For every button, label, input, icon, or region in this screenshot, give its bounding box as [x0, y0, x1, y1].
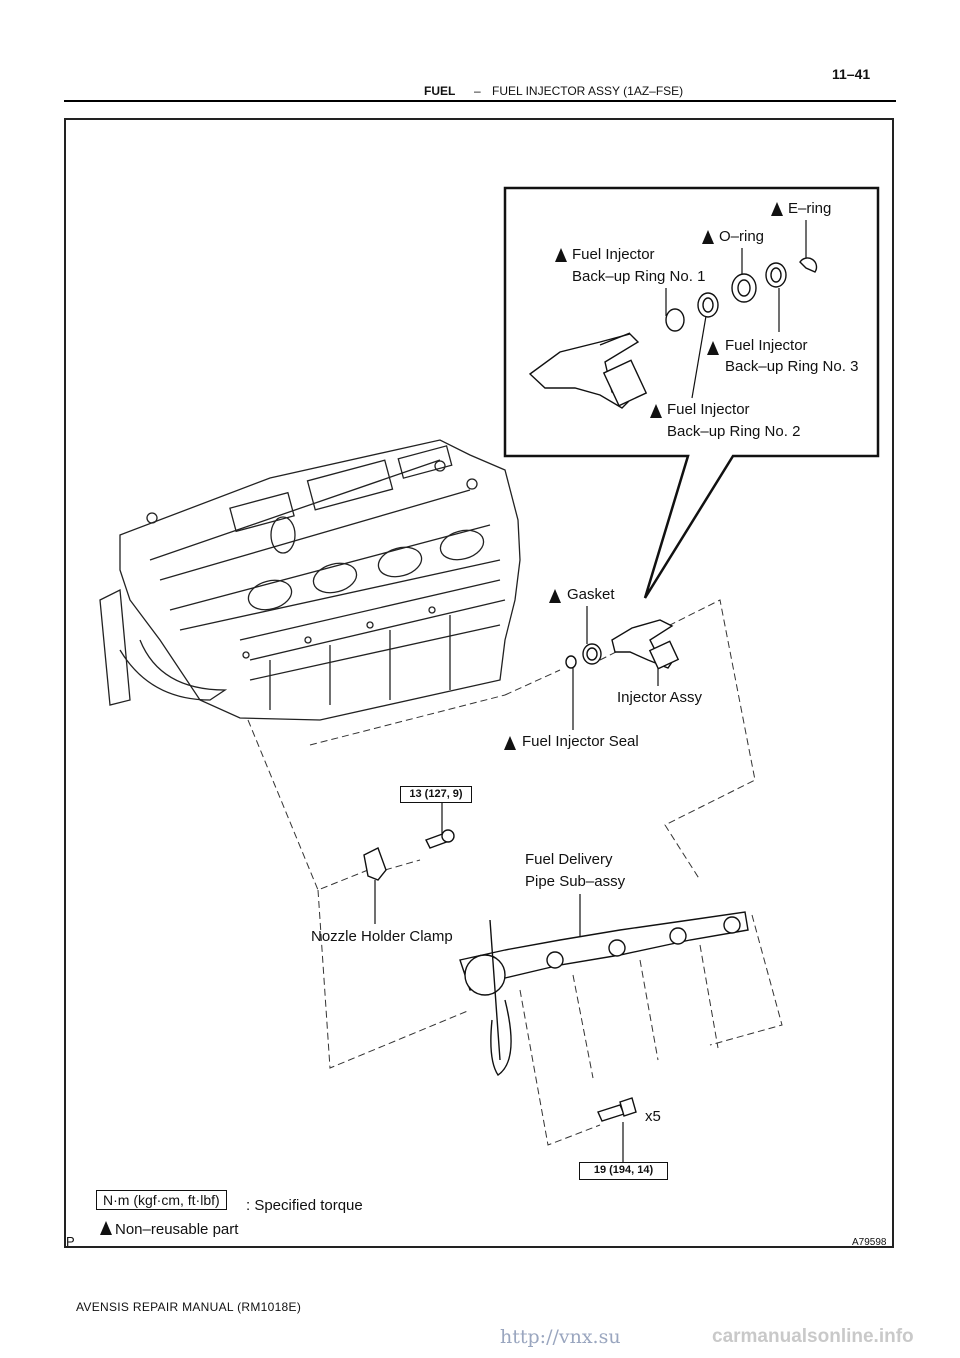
- pipe-bolt-torque: 19 (194, 14): [579, 1162, 668, 1180]
- backup-ring-3-label-line2: Back–up Ring No. 3: [725, 358, 859, 375]
- header-dash: –: [474, 84, 481, 98]
- delivery-pipe-label-line1: Fuel Delivery: [525, 851, 613, 868]
- o-ring-label: O–ring: [719, 228, 765, 245]
- figure-id: A79598: [852, 1237, 887, 1248]
- backup-ring-3-label-line1: Fuel Injector: [725, 337, 808, 354]
- backup-ring-1-label-line1: Fuel Injector: [572, 246, 655, 263]
- specified-torque-legend: : Specified torque: [246, 1197, 363, 1214]
- manual-footer: AVENSIS REPAIR MANUAL (RM1018E): [76, 1300, 302, 1314]
- figure-frame: [64, 118, 894, 1248]
- engine-head-drawing: [99, 439, 521, 721]
- page-number: 11–41: [832, 66, 871, 82]
- callout-box: [503, 186, 880, 599]
- header-rule: [64, 100, 896, 102]
- nozzle-clamp-label: Nozzle Holder Clamp: [311, 928, 453, 945]
- watermark-site: carmanualsonline.info: [712, 1326, 914, 1347]
- injector-assy-label: Injector Assy: [617, 689, 703, 706]
- non-reusable-legend-text: Non–reusable part: [115, 1221, 239, 1238]
- e-ring-label: E–ring: [788, 200, 832, 217]
- injector-seal-label: Fuel Injector Seal: [522, 733, 639, 750]
- quantity-label: x5: [645, 1108, 661, 1125]
- backup-ring-2-label-line2: Back–up Ring No. 2: [667, 423, 801, 440]
- gasket-label: Gasket: [567, 586, 615, 603]
- section-name: FUEL: [424, 84, 456, 98]
- corner-mark: P: [66, 1234, 75, 1249]
- callout-parts: [528, 257, 818, 409]
- clamp-bolt-torque: 13 (127, 9): [400, 786, 472, 803]
- watermark-url: http://vnx.su: [500, 1326, 621, 1348]
- main-parts: [363, 619, 749, 1122]
- non-reusable-markers: [504, 202, 783, 750]
- backup-ring-1-label-line2: Back–up Ring No. 1: [572, 268, 706, 285]
- backup-ring-2-label-line1: Fuel Injector: [667, 401, 750, 418]
- torque-unit-box: N·m (kgf·cm, ft·lbf): [96, 1190, 227, 1210]
- non-reusable-legend: Non–reusable part: [100, 1221, 238, 1238]
- page-title: FUEL INJECTOR ASSY (1AZ–FSE): [492, 84, 684, 98]
- dashed-alignment-lines: [247, 599, 783, 1146]
- triangle-icon: [100, 1221, 112, 1235]
- delivery-pipe-label-line2: Pipe Sub–assy: [525, 873, 626, 890]
